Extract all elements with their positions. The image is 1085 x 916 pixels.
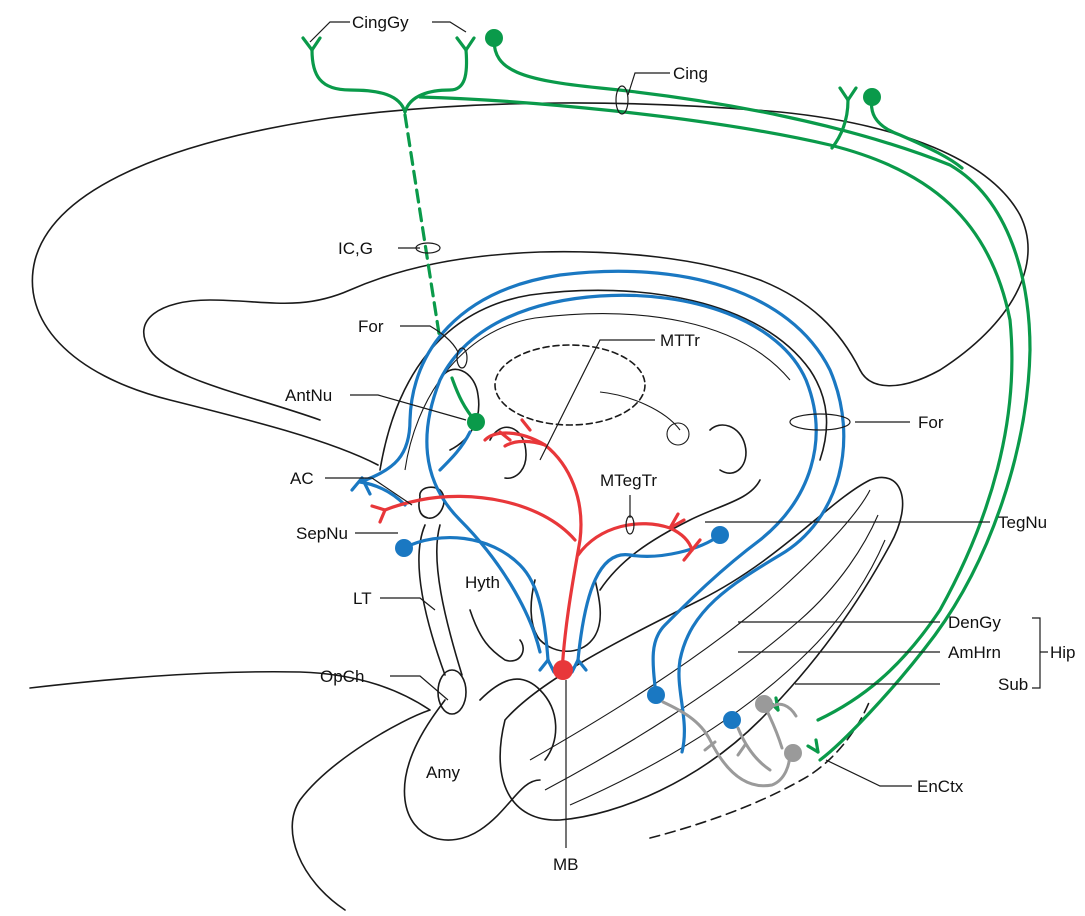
leader-antnu bbox=[350, 395, 466, 420]
fornix-outer-arc bbox=[360, 271, 844, 752]
fornix-ac-fork-a bbox=[352, 478, 362, 490]
antnu-neuron bbox=[467, 413, 485, 431]
gray-fork-b bbox=[738, 745, 745, 755]
leader-cinggy-right bbox=[432, 22, 466, 32]
cinggy-right-fork-a bbox=[457, 38, 466, 50]
leader-lt bbox=[380, 598, 435, 610]
cinggy-right-branch bbox=[405, 50, 467, 112]
label-mb: MB bbox=[553, 855, 579, 874]
leader-mttr bbox=[540, 340, 655, 460]
leader-for-left bbox=[400, 326, 458, 352]
septal-neuron bbox=[395, 539, 413, 557]
amygdala-outline bbox=[404, 700, 540, 840]
uncus-outline bbox=[480, 679, 556, 760]
label-cing: Cing bbox=[673, 64, 708, 83]
label-icg: IC,G bbox=[338, 239, 373, 258]
label-for-right: For bbox=[918, 413, 944, 432]
leader-enctx bbox=[826, 760, 912, 786]
cinggy-left-branch bbox=[312, 50, 405, 112]
label-lt: LT bbox=[353, 589, 372, 608]
label-for-left: For bbox=[358, 317, 384, 336]
cing-right-dendrite-fork-b bbox=[848, 88, 856, 100]
enctx-neuron bbox=[784, 744, 802, 762]
label-ac: AC bbox=[290, 469, 314, 488]
label-hip: Hip bbox=[1050, 643, 1076, 662]
lamina-terminalis-inner bbox=[437, 525, 462, 675]
hypothalamus-wall bbox=[470, 610, 523, 661]
habenula-tract bbox=[600, 392, 680, 430]
label-enctx: EnCtx bbox=[917, 777, 964, 796]
cing-neuron-right bbox=[863, 88, 881, 106]
cing-right-neuron-stem bbox=[871, 97, 962, 168]
label-dengy: DenGy bbox=[948, 613, 1001, 632]
fornix-to-antnu bbox=[440, 432, 470, 470]
mb-terminal-left-a bbox=[540, 660, 548, 670]
cinggy-right-fork-b bbox=[466, 38, 474, 50]
cing-right-dendrite-fork-a bbox=[840, 88, 848, 100]
septal-projection bbox=[404, 538, 548, 660]
enctx-terminal-fork-b bbox=[816, 740, 818, 752]
label-opch: OpCh bbox=[320, 667, 364, 686]
labels: CingGy Cing IC,G For MTTr AntNu For MTeg… bbox=[285, 13, 1076, 874]
sub-neuron bbox=[755, 695, 773, 713]
thalamus-ellipse bbox=[495, 345, 645, 425]
leader-opch bbox=[390, 676, 448, 700]
outer-cortex-outline bbox=[32, 103, 1028, 465]
label-tegnu: TegNu bbox=[998, 513, 1047, 532]
tegmental-neuron bbox=[711, 526, 729, 544]
label-sepnu: SepNu bbox=[296, 524, 348, 543]
cinggy-left-fork-a bbox=[303, 38, 312, 50]
label-mtegtr: MTegTr bbox=[600, 471, 657, 490]
label-amy: Amy bbox=[426, 763, 461, 782]
hip-bracket bbox=[1032, 618, 1048, 688]
label-cinggy: CingGy bbox=[352, 13, 409, 32]
corpus-callosum-outline bbox=[380, 290, 827, 470]
label-amhrn: AmHrn bbox=[948, 643, 1001, 662]
mttr-branch-b bbox=[522, 420, 530, 430]
leader-cinggy-left bbox=[310, 22, 350, 42]
tectum-outline bbox=[710, 425, 746, 473]
hip-neuron-2 bbox=[723, 711, 741, 729]
mttr-main bbox=[485, 433, 581, 672]
mammillary-neuron bbox=[553, 660, 573, 680]
fornix-inner-arc bbox=[427, 295, 816, 695]
leader-lines bbox=[310, 22, 1048, 848]
pineal-circle bbox=[667, 423, 689, 445]
label-mttr: MTTr bbox=[660, 331, 700, 350]
gray-path-4 bbox=[770, 704, 796, 716]
for-right-ring bbox=[790, 414, 850, 430]
label-antnu: AntNu bbox=[285, 386, 332, 405]
ac-fork-a bbox=[372, 506, 385, 510]
label-hyth: Hyth bbox=[465, 573, 500, 592]
anterior-thalamus-outline bbox=[440, 369, 479, 450]
ac-fork-b bbox=[380, 510, 385, 522]
cing-right-dendrite bbox=[832, 100, 848, 148]
label-sub: Sub bbox=[998, 675, 1028, 694]
internal-capsule-dashed bbox=[405, 115, 440, 340]
brain-outline bbox=[30, 103, 1028, 910]
cinggy-left-fork-b bbox=[312, 38, 320, 50]
inner-cortex-outline bbox=[144, 252, 860, 420]
temporal-lobe-outline bbox=[30, 672, 430, 910]
cing-neuron-top bbox=[485, 29, 503, 47]
optic-chiasm bbox=[438, 670, 466, 714]
mammillo-ac-branch bbox=[385, 496, 575, 540]
